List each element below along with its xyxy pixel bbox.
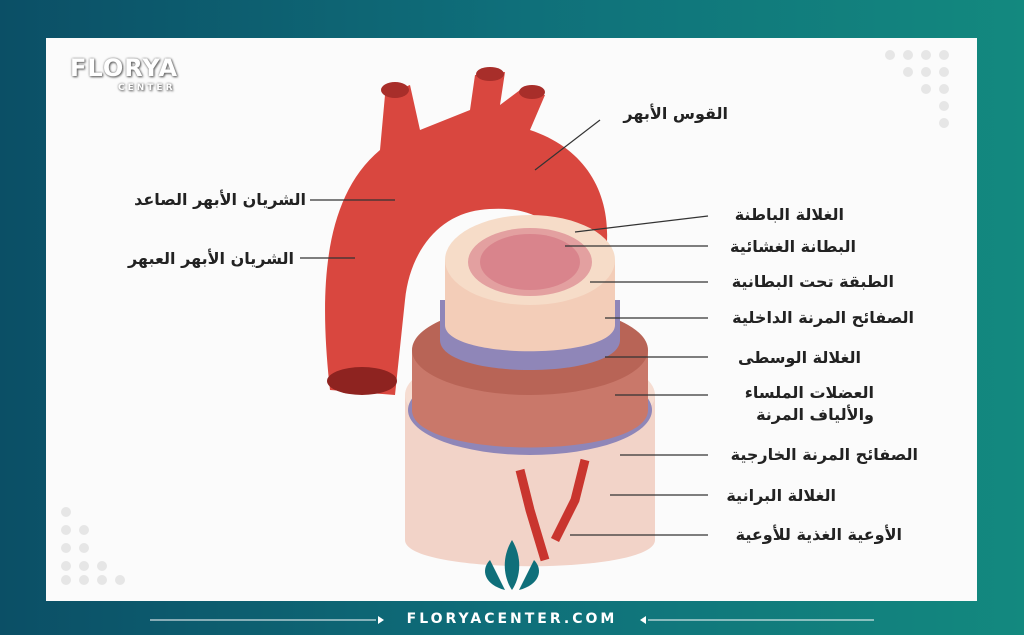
lotus-logo-icon	[485, 540, 539, 590]
label-subendothelial-layer: الطبقة تحت البطانية	[731, 272, 894, 291]
label-smooth-muscle-line2: والألياف المرنة	[756, 405, 874, 424]
label-tunica-media: الغلالة الوسطى	[738, 348, 861, 367]
label-smooth-muscle: العضلات الملساء والألياف المرنة	[745, 382, 874, 426]
website-footer: FLORYACENTER.COM	[406, 611, 618, 627]
aortic-arch	[325, 67, 608, 395]
label-external-elastic-lamina: الصفائح المرنة الخارجية	[730, 445, 918, 464]
leader-lines	[300, 119, 709, 536]
label-endothelium: البطانة الغشائية	[730, 237, 856, 256]
vessel-cross-section	[405, 215, 655, 567]
label-aortic-arch: القوس الأبهر	[623, 104, 728, 123]
label-vasa-vasorum: الأوعية الغذية للأوعية	[735, 525, 902, 544]
brand-logo: FLORYA CENTER	[70, 54, 178, 94]
logo-sub: CENTER	[118, 83, 176, 93]
label-internal-elastic-lamina: الصفائح المرنة الداخلية	[732, 308, 914, 327]
label-tunica-intima: الغلالة الباطنة	[734, 205, 844, 224]
label-smooth-muscle-line1: العضلات الملساء	[744, 383, 874, 402]
label-tunica-adventitia: الغلالة البرانية	[726, 486, 836, 505]
footer-arrows	[150, 616, 874, 624]
label-descending-aorta: الشريان الأبهر العبهر	[127, 249, 294, 268]
label-ascending-aorta: الشريان الأبهر الصاعد	[134, 190, 306, 209]
decorative-dots	[61, 50, 949, 585]
logo-main: FLORYA	[70, 54, 179, 82]
